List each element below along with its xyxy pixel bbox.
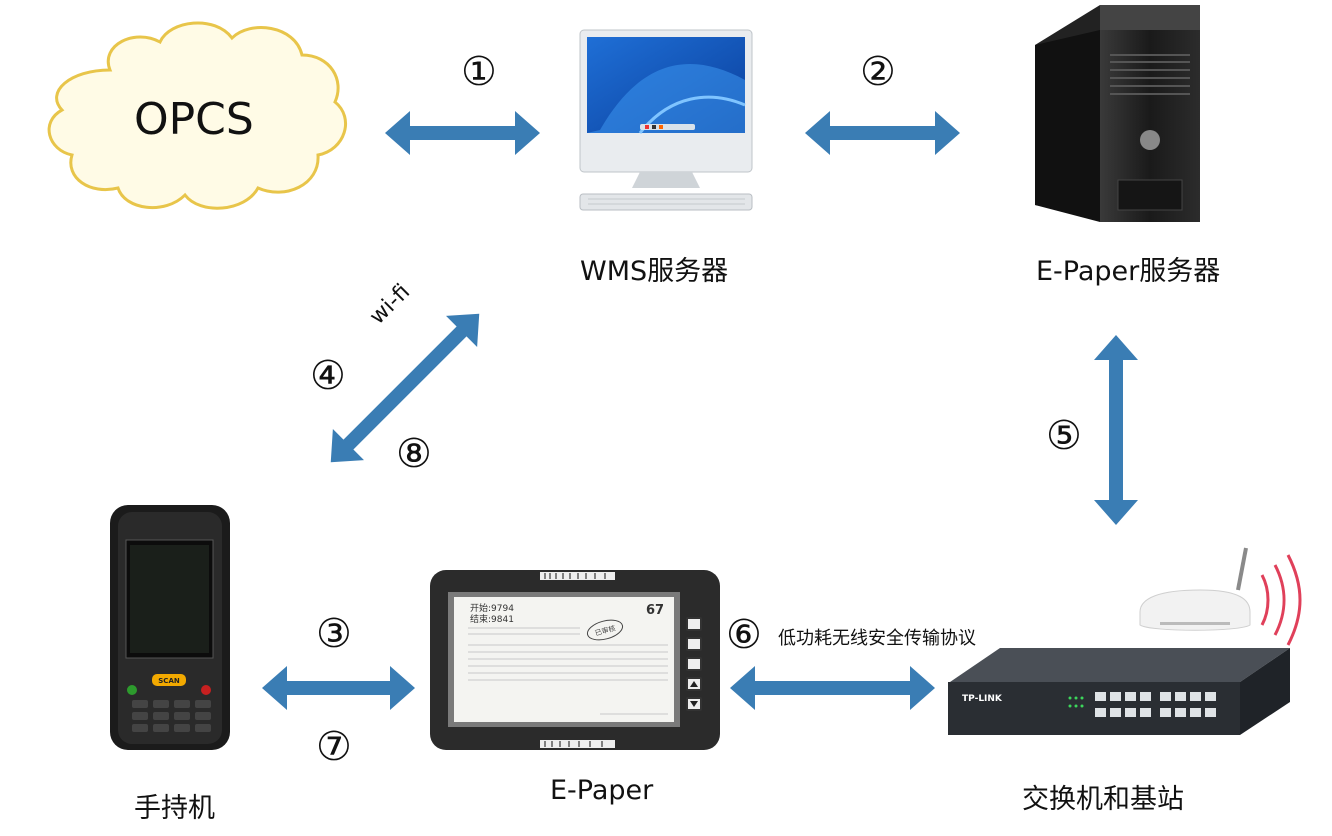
switch-icon: TP-LINK [948, 648, 1290, 735]
epaper-server-icon [1035, 5, 1200, 222]
handheld-device-icon: SCAN [110, 505, 230, 750]
epaper-count-text: 67 [646, 603, 664, 618]
switch-brand-text: TP-LINK [962, 694, 1003, 704]
step-8-badge: ⑧ [396, 431, 432, 477]
wms-server-label: WMS服务器 [580, 256, 729, 287]
epaper-label: E-Paper [550, 775, 654, 806]
epaper-device-icon: 开始:9794 结束:9841 67 已审核 [430, 570, 720, 750]
epaper-start-text: 开始:9794 [470, 602, 514, 614]
wms-computer-icon [579, 29, 753, 211]
arrow-server-switch [1094, 335, 1138, 525]
step-1-badge: ① [461, 49, 497, 95]
step-3-badge: ③ [316, 611, 352, 657]
scan-key-label: SCAN [158, 677, 180, 685]
step-2-badge: ② [860, 49, 896, 95]
arrows [262, 111, 1138, 710]
switch-base-label: 交换机和基站 [1022, 784, 1184, 815]
base-station-icon [1139, 547, 1302, 646]
arrow-opcs-wms [385, 111, 540, 155]
opcs-label: OPCS [134, 94, 254, 145]
handheld-label: 手持机 [134, 793, 215, 824]
epaper-server-label: E-Paper服务器 [1036, 256, 1221, 287]
arrow-wms-epaper-server [805, 111, 960, 155]
opcs-cloud [47, 21, 347, 210]
step-7-badge: ⑦ [316, 724, 352, 770]
arrow-epaper-switch [730, 666, 935, 710]
step-6-badge: ⑥ [726, 612, 762, 658]
protocol-label: 低功耗无线安全传输协议 [778, 628, 976, 649]
arrow-handheld-epaper [262, 666, 415, 710]
epaper-end-text: 结束:9841 [470, 613, 514, 625]
step-4-badge: ④ [310, 353, 346, 399]
arrow-wms-handheld [330, 313, 480, 463]
step-5-badge: ⑤ [1046, 413, 1082, 459]
